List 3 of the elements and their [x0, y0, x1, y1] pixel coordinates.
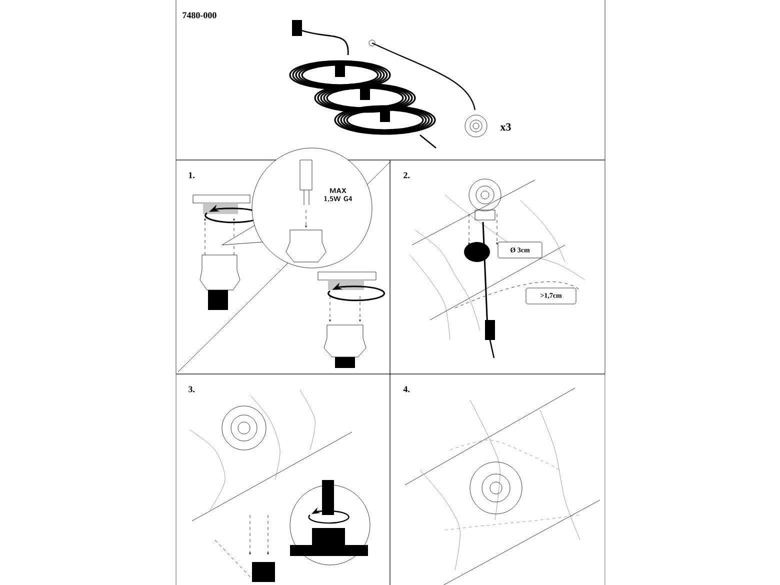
- quantity-label: x3: [500, 123, 511, 131]
- step-panel: 4.: [390, 374, 606, 585]
- step-panel: 3.: [176, 374, 390, 585]
